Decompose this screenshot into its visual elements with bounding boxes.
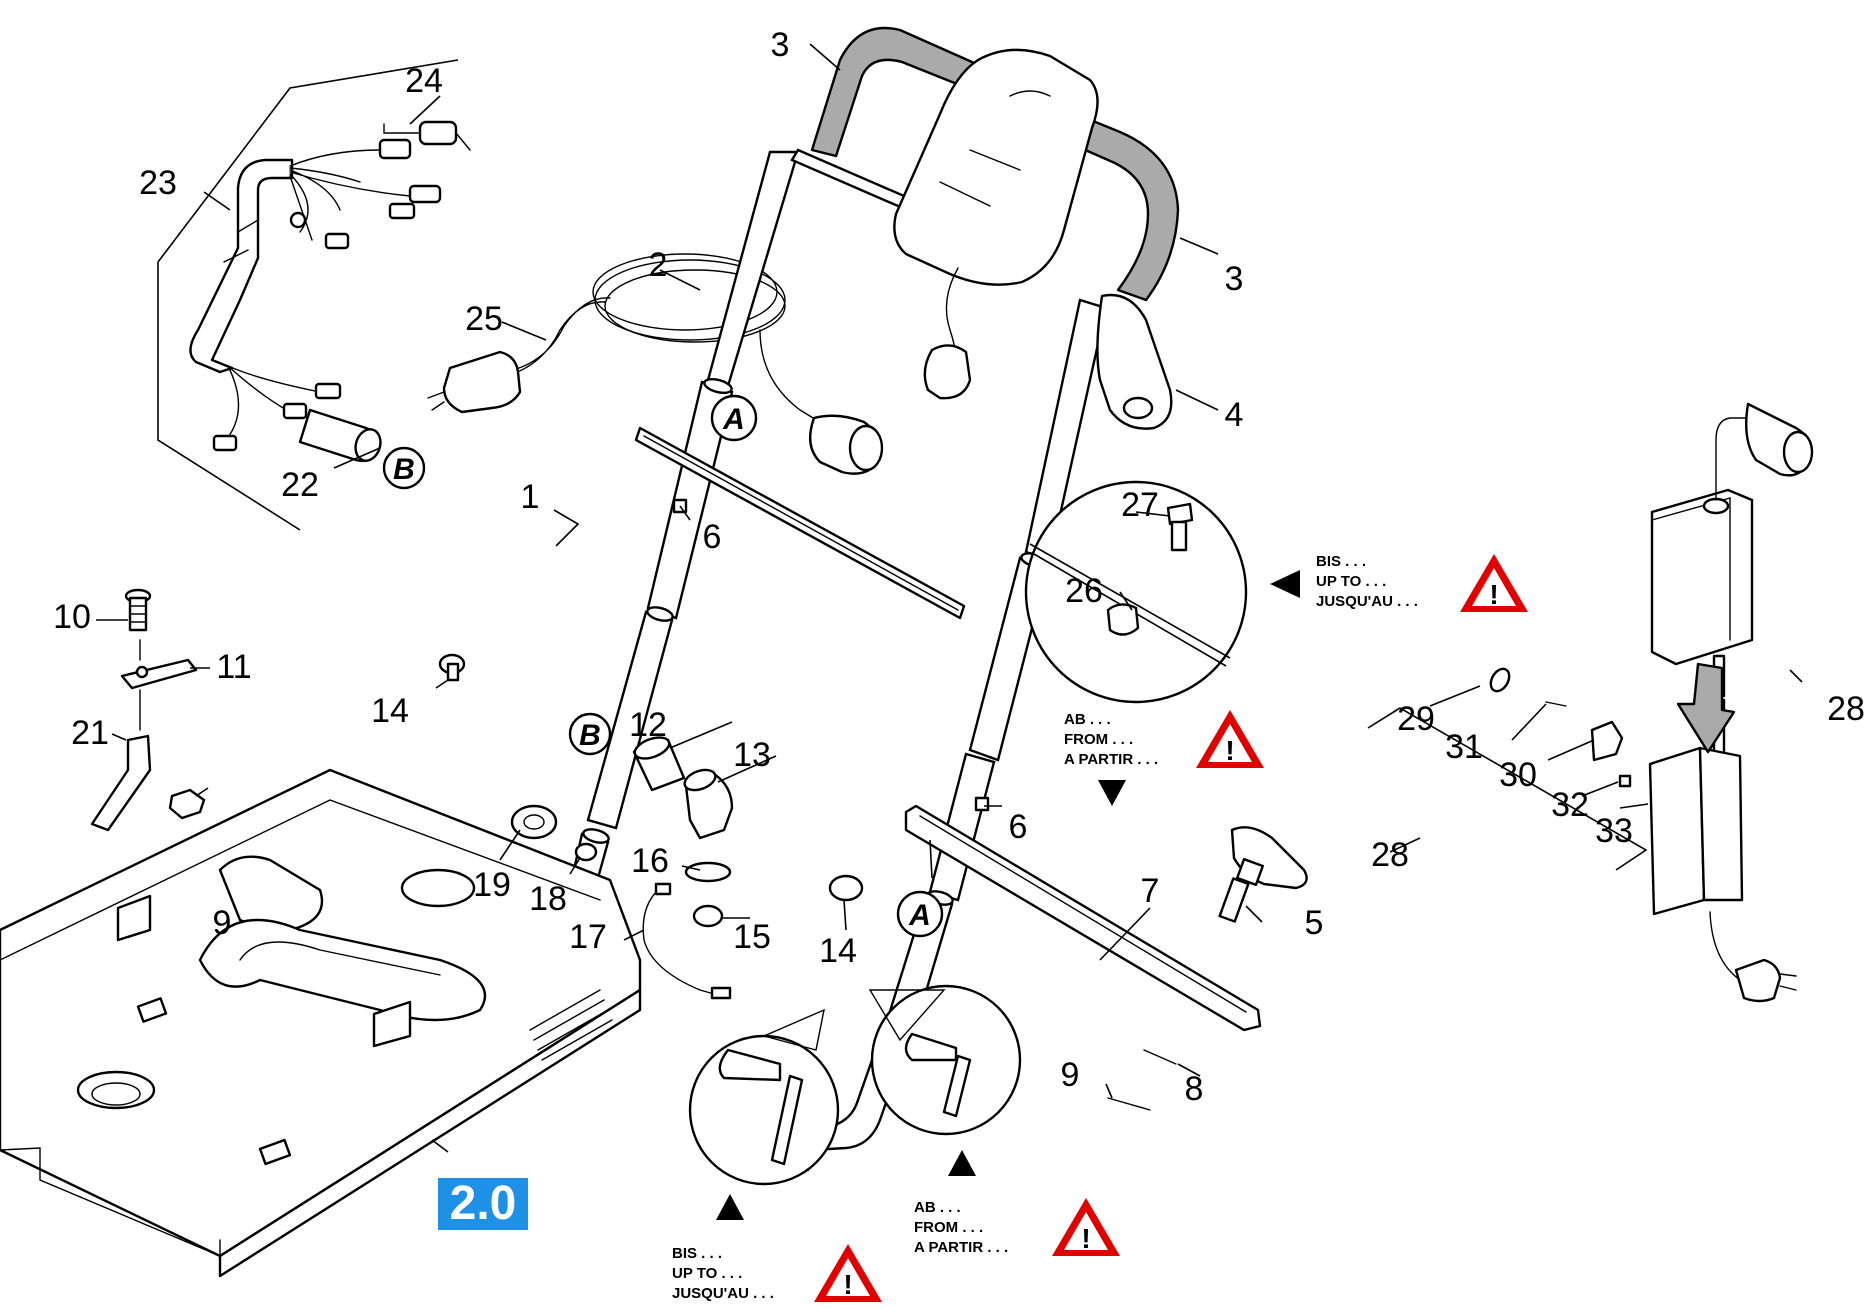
- part-label-14: 14: [819, 932, 857, 970]
- bar-assembly: [904, 804, 1308, 1111]
- svg-text:!: !: [843, 1269, 852, 1300]
- svg-text:A: A: [722, 403, 745, 436]
- warning-triangle-icon: !: [814, 1244, 882, 1302]
- part-label-33: 33: [1595, 812, 1633, 850]
- part-label-15: 15: [733, 918, 771, 956]
- part-label-11: 11: [216, 648, 251, 686]
- part-label-16: 16: [631, 842, 669, 880]
- callout-B-left: B: [382, 446, 426, 490]
- callout-A-bottom: A: [896, 890, 944, 938]
- svg-text:BIS . . .: BIS . . .: [1316, 553, 1366, 570]
- leader-lines: [96, 43, 1803, 1153]
- svg-text:A: A: [908, 899, 931, 932]
- part-label-23: 23: [139, 164, 177, 202]
- part-label-18: 18: [529, 880, 567, 918]
- version-badge: 2.0: [438, 1178, 528, 1230]
- part-label-30: 30: [1499, 756, 1537, 794]
- part-label-9: 9: [1061, 1056, 1080, 1094]
- part-label-9: 9: [213, 904, 232, 942]
- svg-text:AB . . .: AB . . .: [1064, 711, 1111, 728]
- part-label-27: 27: [1121, 486, 1159, 524]
- detail-bottom-right: [868, 984, 1022, 1136]
- part-label-13: 13: [733, 736, 771, 774]
- svg-text:AB . . .: AB . . .: [914, 1199, 961, 1216]
- part-label-29: 29: [1397, 700, 1435, 738]
- part-label-25: 25: [465, 300, 503, 338]
- part-label-28: 28: [1827, 690, 1864, 728]
- part-label-24: 24: [405, 62, 443, 100]
- svg-text:FROM . . .: FROM . . .: [1064, 731, 1133, 748]
- part-label-19: 19: [473, 866, 511, 904]
- svg-text:!: !: [1225, 735, 1234, 766]
- svg-text:B: B: [579, 719, 601, 752]
- svg-text:UP TO . . .: UP TO . . .: [1316, 573, 1386, 590]
- part-label-3: 3: [1225, 260, 1244, 298]
- part-label-22: 22: [281, 466, 319, 504]
- svg-text:UP TO . . .: UP TO . . .: [672, 1265, 742, 1282]
- warning-triangle-icon: !: [1052, 1198, 1120, 1256]
- svg-text:FROM . . .: FROM . . .: [914, 1219, 983, 1236]
- cable-harness-inset: [157, 59, 471, 531]
- part-label-1: 1: [521, 478, 540, 516]
- bracket-parts: [90, 588, 206, 832]
- part-label-21: 21: [71, 714, 109, 752]
- svg-text:!: !: [1081, 1223, 1090, 1254]
- part-label-6: 6: [1009, 808, 1028, 846]
- svg-text:B: B: [393, 453, 415, 486]
- fittings: [438, 653, 864, 1000]
- base-housing: [0, 768, 642, 1278]
- svg-text:BIS . . .: BIS . . .: [672, 1245, 722, 1262]
- note-from-bottom: AB . . . FROM . . . A PARTIR . . . !: [914, 1150, 1120, 1256]
- transformer-inset: [1367, 402, 1814, 1003]
- part-label-4: 4: [1225, 396, 1244, 434]
- svg-text:JUSQU'AU . . .: JUSQU'AU . . .: [1316, 593, 1418, 610]
- warning-triangle-icon: !: [1196, 710, 1264, 768]
- part-label-26: 26: [1065, 572, 1103, 610]
- part-label-17: 17: [569, 918, 607, 956]
- note-up-to-bottom: BIS . . . UP TO . . . JUSQU'AU . . . !: [672, 1194, 882, 1302]
- svg-text:A PARTIR . . .: A PARTIR . . .: [914, 1239, 1008, 1256]
- callout-B-mid: B: [568, 712, 612, 756]
- detail-26-27: [1024, 480, 1248, 704]
- part-label-14: 14: [371, 692, 409, 730]
- part-label-28: 28: [1371, 836, 1409, 874]
- part-label-31: 31: [1445, 728, 1483, 766]
- part-label-12: 12: [629, 706, 667, 744]
- part-label-3: 3: [771, 26, 790, 64]
- detail-bottom-left: [688, 1008, 840, 1186]
- svg-text:!: !: [1489, 579, 1498, 610]
- note-up-to-right: BIS . . . UP TO . . . JUSQU'AU . . . !: [1270, 553, 1528, 612]
- part-labels: 1233456678991011121314141516171819212223…: [53, 26, 1864, 1108]
- power-cord: [427, 253, 884, 475]
- note-from-mid: AB . . . FROM . . . A PARTIR . . . !: [1064, 710, 1264, 806]
- part-label-6: 6: [703, 518, 722, 556]
- warning-triangle-icon: !: [1460, 554, 1528, 612]
- svg-text:A PARTIR . . .: A PARTIR . . .: [1064, 751, 1158, 768]
- part-label-8: 8: [1185, 1070, 1204, 1108]
- part-label-32: 32: [1551, 786, 1589, 824]
- part-label-7: 7: [1141, 872, 1160, 910]
- svg-text:JUSQU'AU . . .: JUSQU'AU . . .: [672, 1285, 774, 1302]
- handle-grips: [810, 26, 1180, 430]
- part-label-2: 2: [649, 246, 668, 284]
- callout-A-top: A: [710, 394, 758, 442]
- part-label-10: 10: [53, 598, 91, 636]
- part-label-5: 5: [1305, 904, 1324, 942]
